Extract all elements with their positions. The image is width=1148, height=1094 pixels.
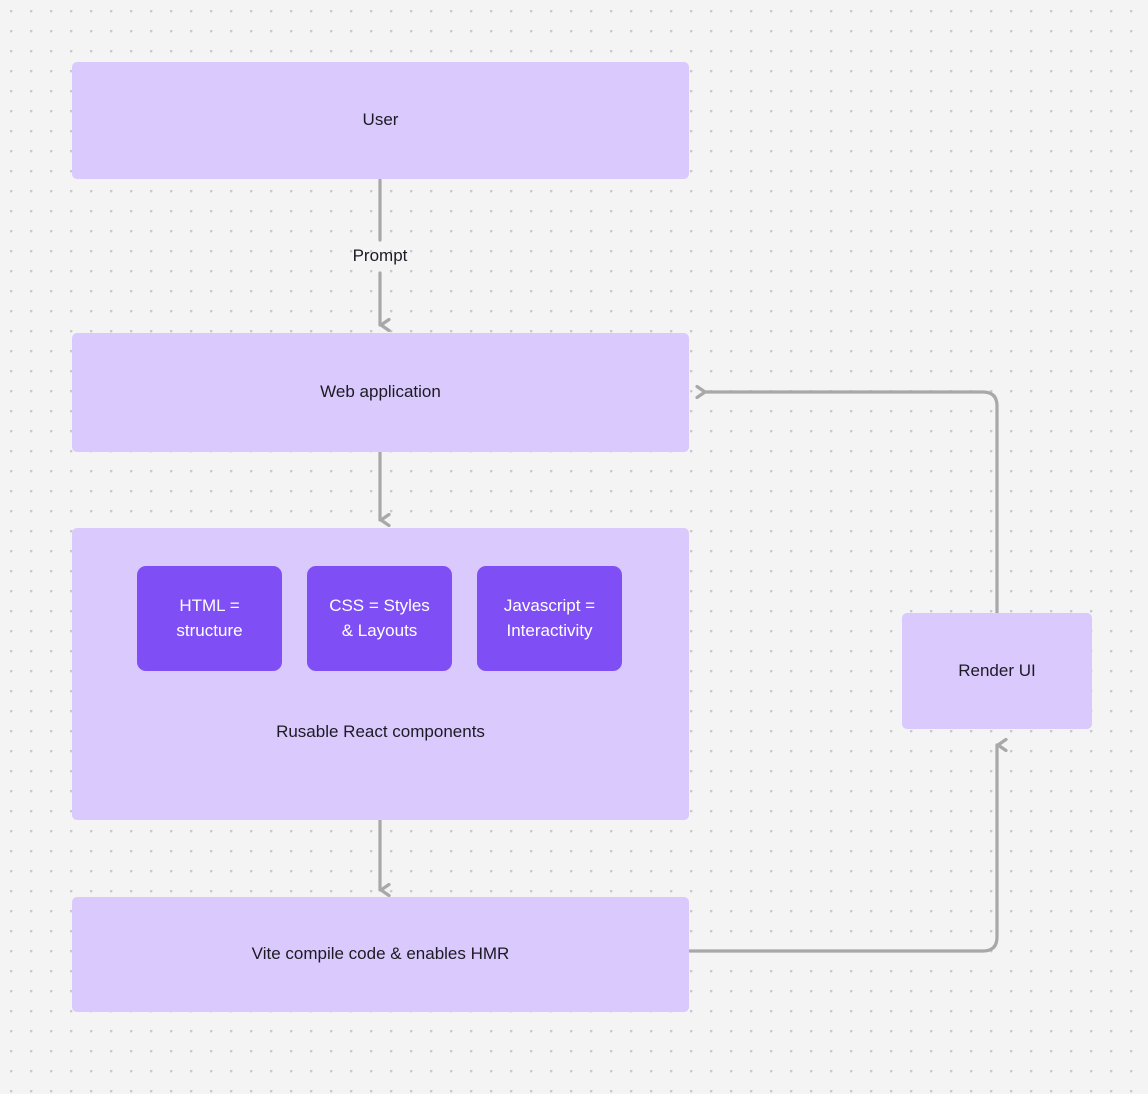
node-user[interactable]: User — [72, 62, 689, 179]
node-web-application[interactable]: Web application — [72, 333, 689, 452]
node-vite[interactable]: Vite compile code & enables HMR — [72, 897, 689, 1012]
node-web-application-label: Web application — [320, 382, 441, 402]
node-css[interactable]: CSS = Styles & Layouts — [307, 566, 452, 671]
edge-label-prompt: Prompt — [330, 246, 430, 266]
edge-render-ui-to-web-application — [706, 392, 999, 615]
node-html-label-line1: HTML = — [179, 596, 240, 616]
node-html[interactable]: HTML = structure — [137, 566, 282, 671]
node-javascript-label-line2: Interactivity — [506, 620, 593, 640]
components-inner-row: HTML = structure CSS = Styles & Layouts … — [72, 528, 689, 820]
node-javascript-label-line1: Javascript = — [503, 596, 596, 616]
node-user-label: User — [362, 110, 399, 130]
node-css-label-line2: & Layouts — [341, 620, 418, 640]
edge-vite-to-render-ui — [688, 745, 997, 953]
node-html-label-line2: structure — [176, 620, 243, 640]
node-render-ui[interactable]: Render UI — [902, 613, 1092, 729]
node-render-ui-label: Render UI — [958, 660, 1036, 680]
node-components-group[interactable]: HTML = structure CSS = Styles & Layouts … — [72, 528, 689, 820]
node-vite-label: Vite compile code & enables HMR — [251, 944, 510, 964]
node-css-label-line1: CSS = Styles — [329, 596, 430, 616]
node-components-group-label: Rusable React components — [276, 722, 485, 741]
edge-label-prompt-text: Prompt — [352, 246, 408, 265]
node-javascript[interactable]: Javascript = Interactivity — [477, 566, 622, 671]
